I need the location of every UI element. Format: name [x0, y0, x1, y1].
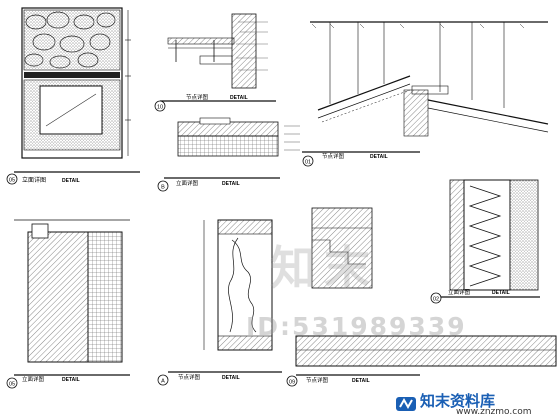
panel-1-title: 立面详图 [22, 176, 46, 184]
panel-1-ref: 05 [9, 178, 15, 184]
detail-panel-4 [164, 117, 300, 179]
panel-5-title: 立面详图 [22, 375, 45, 383]
panel-2-ref: 10 [157, 105, 163, 111]
detail-panel-8 [440, 179, 540, 298]
panel-5-scale: DETAIL [62, 377, 80, 383]
panel-5-label: 05 立面详图 DETAIL [6, 375, 80, 389]
detail-panel-6 [168, 219, 282, 373]
panel-1-label: 05 立面详图 DETAIL [6, 173, 80, 185]
panel-2-title: 节点详图 [186, 93, 209, 101]
panel-8-title: 立面详图 [448, 288, 471, 296]
panel-6-scale: DETAIL [222, 375, 240, 381]
panel-3-ref: 01 [305, 160, 311, 166]
brand-name: 知末资料库 [420, 392, 496, 410]
panel-2-label: 10 节点详图 DETAIL [154, 93, 248, 112]
panel-8-scale: DETAIL [492, 290, 510, 296]
panel-6-ref: A [161, 379, 165, 385]
panel-8-label: 02 立面详图 DETAIL [430, 288, 510, 304]
panel-6-label: A 节点详图 DETAIL [157, 373, 240, 386]
detail-panel-2 [160, 13, 276, 102]
detail-panel-5 [14, 219, 130, 376]
panel-2-scale: DETAIL [230, 95, 248, 101]
panel-4-scale: DETAIL [222, 181, 240, 187]
panel-1-scale: DETAIL [62, 178, 80, 184]
brand-url: www.znzmo.com [456, 407, 532, 417]
panel-6-title: 节点详图 [178, 373, 201, 381]
detail-panel-3 [302, 21, 549, 153]
panel-4-title: 立面详图 [176, 179, 199, 187]
panel-8-ref: 02 [433, 297, 439, 303]
detail-panel-7 [295, 207, 557, 376]
panel-7-title: 节点详图 [306, 376, 329, 384]
brand-logo-icon [396, 397, 416, 411]
panel-3-label: 01 节点详图 DETAIL [302, 152, 388, 167]
detail-panel-1 [14, 7, 140, 173]
panel-4-ref: B [161, 185, 165, 191]
panel-7-scale: DETAIL [352, 378, 370, 384]
panel-3-scale: DETAIL [370, 154, 388, 160]
panel-7-label: 09 节点详图 DETAIL [286, 375, 370, 387]
panel-7-ref: 09 [289, 380, 295, 386]
panel-5-ref: 05 [9, 382, 15, 388]
panel-3-title: 节点详图 [322, 152, 345, 160]
panel-4-label: B 立面详图 DETAIL [157, 179, 240, 192]
brand-badge: 知末资料库 www.znzmo.com [392, 388, 560, 420]
